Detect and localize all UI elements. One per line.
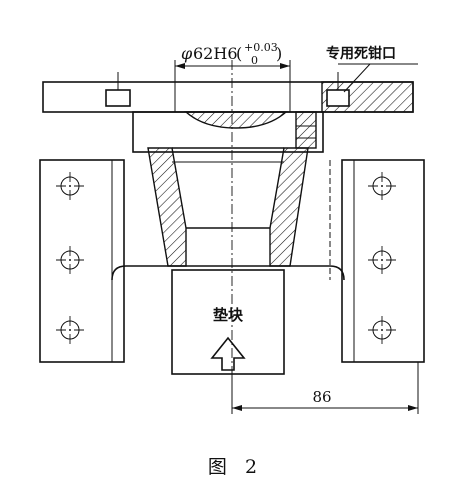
figure-caption: 图 2 [0,452,471,479]
bolt-hole [56,172,84,200]
left-screw-block [105,89,131,107]
diameter-text: 62H6 [193,44,238,63]
bolt-hole [56,316,84,344]
hub-insert [295,111,317,149]
bolt-hole [56,246,84,274]
bolt-hole [368,246,396,274]
bolt-holes [56,172,396,344]
block-label: 垫块 [213,306,244,324]
horizontal-dimension: 86 [231,362,419,414]
bolt-hole [368,172,396,200]
sleeve-left-section [147,147,187,267]
central-hub [132,111,324,153]
left-bracket [39,159,125,363]
hub-curved-section [184,111,288,129]
open-paren: ( [236,44,242,63]
diameter-symbol: φ [181,44,193,63]
right-bracket [329,159,425,363]
bolt-hole [368,316,396,344]
tolerance-lower: 0 [251,54,258,67]
sleeve-right-section [269,147,309,267]
tolerance-upper: +0.03 [244,41,278,54]
close-paren: ) [276,44,282,63]
fixed-jaw-callout: 专用死钳口 [326,45,418,93]
caption-number: 2 [244,456,264,478]
support-block: 垫块 [171,269,285,375]
right-screw-block [326,89,350,107]
callout-label: 专用死钳口 [326,45,396,62]
tapered-sleeve [147,147,309,267]
up-arrow-icon [210,336,246,371]
base-plate [111,265,345,281]
caption-prefix: 图 [207,456,233,478]
dimension-value: 86 [312,388,331,406]
diameter-dimension: φ 62H6 ( +0.03 0 ) [174,41,291,112]
